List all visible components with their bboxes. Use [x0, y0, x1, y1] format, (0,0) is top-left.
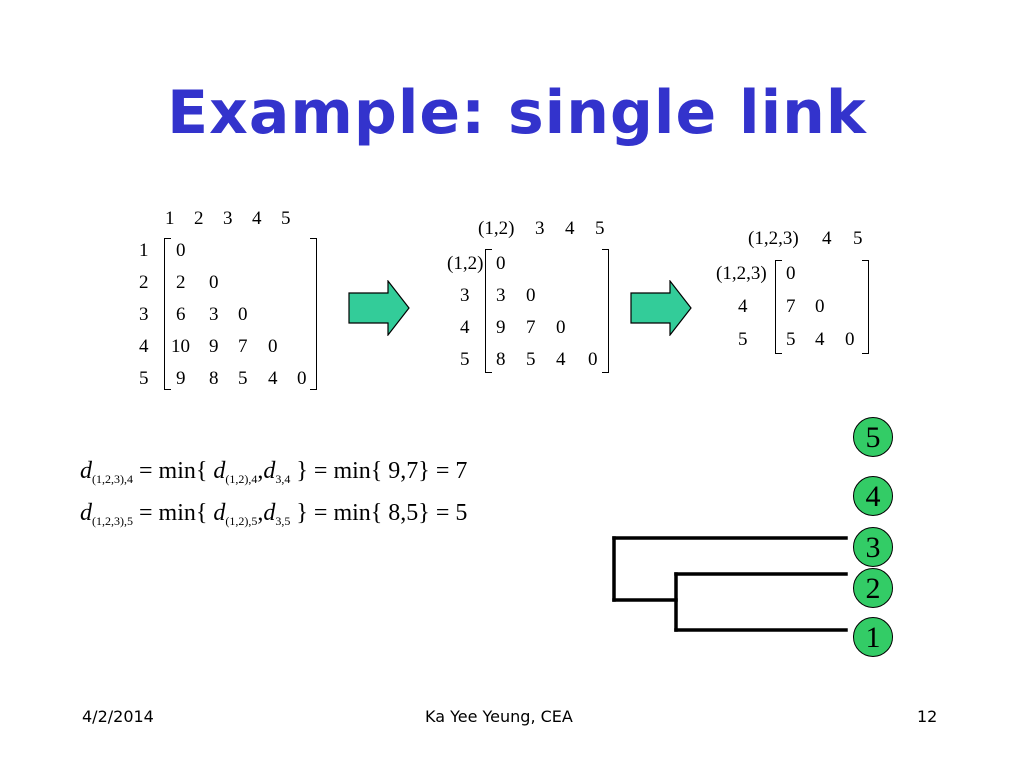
eq-text: , — [257, 500, 264, 526]
eq-text: } = min{ 9,7} = 7 — [296, 458, 468, 484]
right-arrow-icon — [630, 280, 692, 336]
eq-text: , — [257, 458, 264, 484]
matrix-cell: 7 — [526, 317, 536, 338]
eq-subscript: (1,2),5 — [225, 514, 258, 528]
footer-author: Ka Yee Yeung, CEA — [425, 707, 573, 726]
col-header: 5 — [595, 218, 605, 239]
eq-var: d — [80, 500, 92, 526]
matrix-left-bracket — [485, 249, 492, 373]
col-header: 3 — [535, 218, 545, 239]
eq-text: = min{ — [139, 458, 208, 484]
row-label: 4 — [139, 336, 149, 357]
matrix-cell: 0 — [176, 240, 186, 261]
matrix-cell: 4 — [268, 368, 278, 389]
leaf-node-2: 2 — [853, 568, 893, 608]
matrix-cell: 0 — [526, 285, 536, 306]
row-label: 4 — [460, 317, 470, 338]
col-header: 4 — [565, 218, 575, 239]
matrix-cell: 0 — [786, 263, 796, 284]
equation-2: d(1,2,3),5 = min{ d(1,2),5,d3,5 } = min{… — [80, 501, 467, 527]
col-header: (1,2,3) — [748, 228, 799, 249]
matrix-cell: 10 — [171, 336, 190, 357]
row-label: 2 — [139, 272, 149, 293]
row-label: 3 — [139, 304, 149, 325]
matrix-cell: 0 — [297, 368, 307, 389]
footer-page-number: 12 — [917, 707, 938, 726]
row-label: 5 — [460, 349, 470, 370]
matrix-cell: 3 — [496, 285, 506, 306]
matrix-left-bracket — [164, 238, 171, 390]
matrix-cell: 7 — [238, 336, 248, 357]
row-label: 1 — [139, 240, 149, 261]
slide-title: Example: single link — [167, 78, 867, 148]
matrix-cell: 6 — [176, 304, 186, 325]
col-header: 4 — [252, 208, 262, 229]
leaf-node-5: 5 — [853, 417, 893, 457]
col-header: 3 — [223, 208, 233, 229]
matrix-cell: 5 — [786, 329, 796, 350]
matrix-cell: 4 — [556, 349, 566, 370]
eq-subscript: (1,2,3),5 — [92, 514, 133, 528]
matrix-cell: 0 — [588, 349, 598, 370]
row-label: 5 — [139, 368, 149, 389]
matrix-right-bracket — [310, 238, 317, 390]
eq-subscript: 3,5 — [275, 514, 291, 528]
matrix-cell: 8 — [496, 349, 506, 370]
row-label: (1,2,3) — [716, 263, 767, 284]
matrix-cell: 0 — [815, 296, 825, 317]
matrix-cell: 2 — [176, 272, 186, 293]
matrix-cell: 0 — [845, 329, 855, 350]
matrix-cell: 5 — [526, 349, 536, 370]
matrix-right-bracket — [862, 260, 869, 354]
matrix-cell: 0 — [209, 272, 219, 293]
matrix-cell: 7 — [786, 296, 796, 317]
col-header: (1,2) — [478, 218, 515, 239]
col-header: 1 — [165, 208, 175, 229]
matrix-cell: 9 — [176, 368, 186, 389]
col-header: 2 — [194, 208, 204, 229]
eq-var: d — [213, 500, 226, 526]
equation-1: d(1,2,3),4 = min{ d(1,2),4,d3,4 } = min{… — [80, 459, 467, 485]
eq-var: d — [213, 458, 226, 484]
matrix-right-bracket — [602, 249, 609, 373]
eq-var: d — [263, 458, 276, 484]
eq-var: d — [80, 458, 92, 484]
right-arrow-icon — [348, 280, 410, 336]
row-label: (1,2) — [447, 253, 484, 274]
matrix-cell: 9 — [496, 317, 506, 338]
matrix-cell: 0 — [496, 253, 506, 274]
footer-date: 4/2/2014 — [82, 707, 154, 726]
matrix-cell: 3 — [209, 304, 219, 325]
matrix-left-bracket — [775, 260, 782, 354]
leaf-node-4: 4 — [853, 476, 893, 516]
eq-subscript: (1,2),4 — [225, 472, 258, 486]
row-label: 5 — [738, 329, 748, 350]
matrix-cell: 9 — [209, 336, 219, 357]
matrix-cell: 0 — [556, 317, 566, 338]
row-label: 3 — [460, 285, 470, 306]
eq-subscript: (1,2,3),4 — [92, 472, 133, 486]
leaf-node-3: 3 — [853, 527, 893, 567]
row-label: 4 — [738, 296, 748, 317]
eq-text: = min{ — [139, 500, 208, 526]
matrix-cell: 4 — [815, 329, 825, 350]
matrix-cell: 5 — [238, 368, 248, 389]
eq-text: } = min{ 8,5} = 5 — [296, 500, 468, 526]
matrix-cell: 0 — [238, 304, 248, 325]
leaf-node-1: 1 — [853, 617, 893, 657]
col-header: 5 — [281, 208, 291, 229]
col-header: 5 — [853, 228, 863, 249]
matrix-cell: 0 — [268, 336, 278, 357]
eq-var: d — [263, 500, 276, 526]
eq-subscript: 3,4 — [275, 472, 291, 486]
matrix-cell: 8 — [209, 368, 219, 389]
col-header: 4 — [822, 228, 832, 249]
